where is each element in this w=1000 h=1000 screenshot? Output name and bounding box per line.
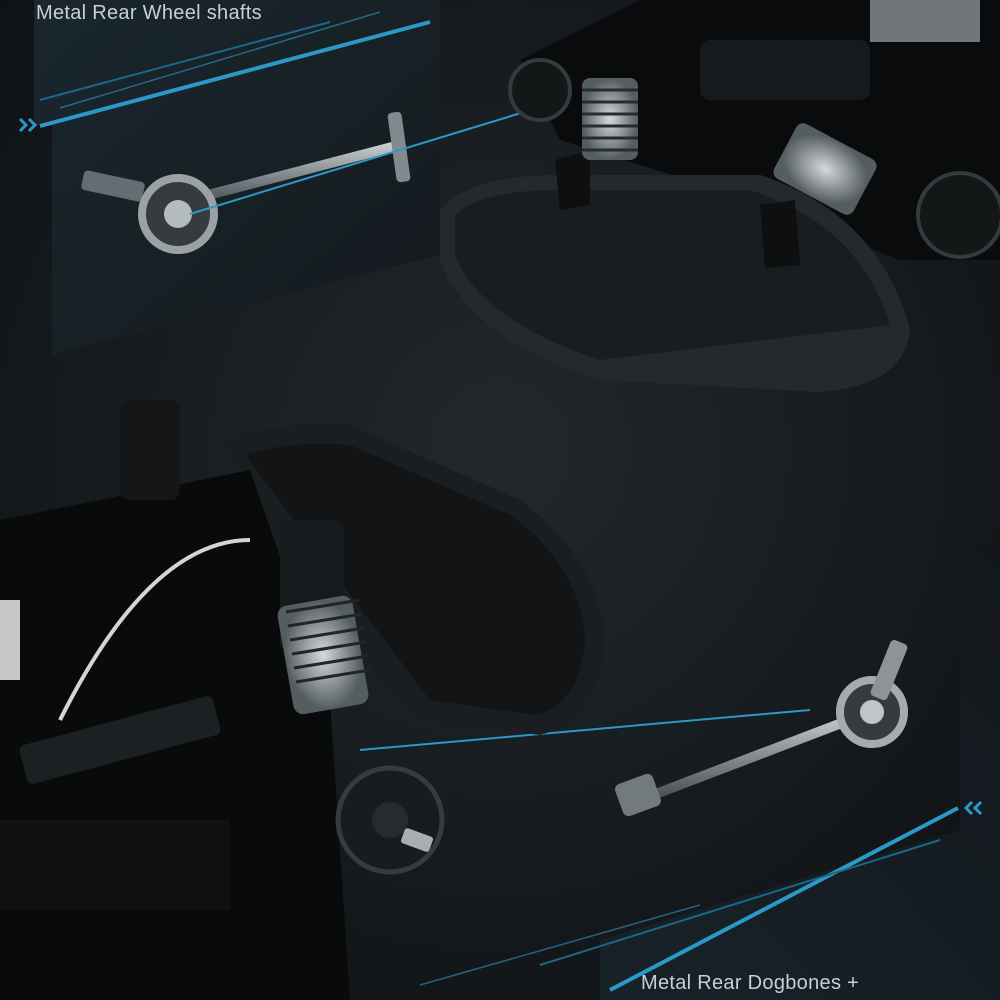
chevron-left-icon <box>963 800 983 816</box>
bottom-chassis <box>0 400 605 1000</box>
caption-top: Metal Rear Wheel shafts <box>36 2 262 24</box>
bottom-panel <box>600 545 1000 1000</box>
top-panel <box>34 0 440 355</box>
bottom-dogbone <box>615 640 908 817</box>
top-wheel-shaft <box>81 111 411 254</box>
chevron-right-icon <box>18 117 38 133</box>
bottom-callout-line <box>359 709 811 751</box>
top-accent-lines <box>39 11 431 128</box>
top-callout-line <box>189 94 581 215</box>
bottom-accent-lines <box>419 806 959 992</box>
top-chassis <box>440 0 1000 392</box>
caption-bottom: Metal Rear Dogbones + <box>641 972 860 994</box>
